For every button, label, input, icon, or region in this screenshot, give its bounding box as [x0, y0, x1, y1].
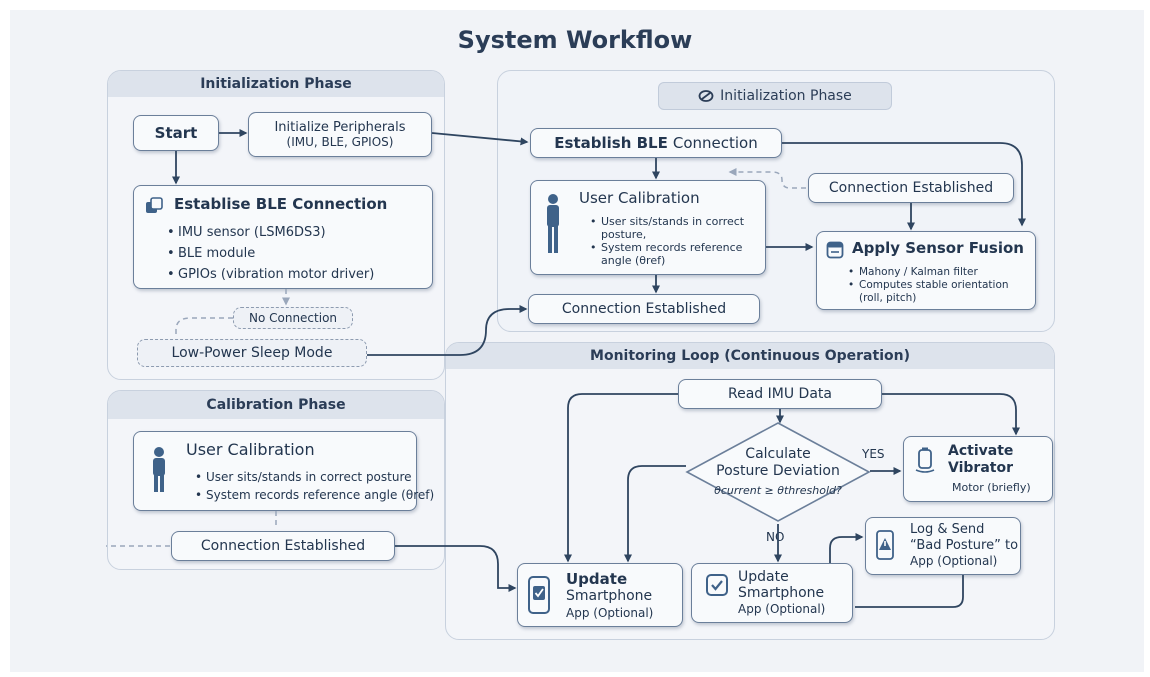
sensor-fusion-box: Apply Sensor Fusion Mahony / Kalman filt…	[816, 231, 1036, 310]
update-left-line2: Smartphone	[566, 588, 653, 604]
line-noconnection-to-sleep	[175, 317, 233, 336]
establish-ble-node: Establish BLE Connection	[530, 128, 782, 158]
establise-ble-title: Establise BLE Connection	[174, 195, 388, 213]
calibration-item-record: System records reference angle (θref)	[195, 486, 434, 504]
calibration-box-title: User Calibration	[186, 440, 315, 459]
posture-decision-diamond	[685, 422, 871, 522]
start-label: Start	[154, 124, 198, 142]
init-phase-left-heading: Initialization Phase	[108, 71, 444, 97]
update-mid-line3: App (Optional)	[738, 602, 826, 616]
link-icon	[698, 90, 714, 102]
update-app-left-box: Update Smartphone App (Optional)	[517, 563, 683, 627]
calibration-item-sit: User sits/stands in correct posture	[195, 468, 434, 486]
no-connection-node: No Connection	[233, 307, 353, 329]
connection-established-right-node: Connection Established	[808, 173, 1014, 203]
init-peripherals-line1: Initialize Peripherals	[274, 120, 406, 135]
arrow-connection-back	[728, 168, 806, 189]
read-imu-label: Read IMU Data	[728, 386, 832, 402]
phone-icon	[528, 576, 550, 614]
phone-icon	[706, 574, 728, 596]
activate-line1: Activate	[948, 443, 1014, 459]
no-connection-label: No Connection	[248, 311, 338, 325]
update-left-line3: App (Optional)	[566, 606, 654, 620]
sleep-mode-label: Low-Power Sleep Mode	[171, 345, 333, 361]
arrow-sleep-to-connection	[367, 305, 528, 356]
diagram-title: System Workflow	[457, 26, 693, 54]
right-calibration-box: User Calibration User sits/stands in cor…	[530, 180, 766, 275]
right-calibration-title: User Calibration	[579, 189, 700, 207]
arrow-read-to-update-left	[564, 393, 678, 563]
fusion-item-filter: Mahony / Kalman filter	[848, 266, 1027, 279]
line-log-back	[855, 575, 964, 608]
update-mid-line1: Update	[738, 569, 789, 585]
decision-line1: Calculate	[745, 446, 811, 462]
arrow-decision-to-update	[624, 465, 686, 563]
init-peripherals-line2: (IMU, BLE, GPIOS)	[286, 135, 394, 149]
decision-line3: θcurrent ≥ θthreshold?	[714, 484, 842, 497]
gauge-icon	[826, 241, 844, 259]
sensor-fusion-title: Apply Sensor Fusion	[852, 239, 1024, 257]
activate-line2: Vibrator	[948, 460, 1013, 476]
arrow-establish-loop	[782, 142, 1026, 227]
connection-established-bottom-label: Connection Established	[561, 301, 727, 317]
log-send-line3: App (Optional)	[910, 554, 998, 568]
establise-ble-box: Establise BLE Connection IMU sensor (LSM…	[133, 185, 433, 289]
init-phase-right-heading: Initialization Phase	[720, 88, 852, 104]
arrow-update-to-log	[829, 533, 864, 563]
start-node: Start	[133, 115, 219, 151]
warning-icon	[876, 530, 894, 560]
update-app-middle-box: Update Smartphone App (Optional)	[691, 563, 853, 623]
monitoring-loop-heading: Monitoring Loop (Continuous Operation)	[446, 343, 1054, 369]
activate-line3: Motor (briefly)	[952, 481, 1031, 494]
read-imu-node: Read IMU Data	[678, 379, 882, 409]
establish-ble-bold: Establish BLE	[554, 134, 668, 152]
activate-vibrator-box: Activate Vibrator Motor (briefly)	[903, 436, 1053, 502]
calibration-connection-node: Connection Established	[171, 531, 395, 561]
arrow-peripherals-to-establish	[431, 132, 529, 146]
person-icon	[547, 194, 559, 253]
ble-item-gpio: GPIOs (vibration motor driver)	[167, 264, 374, 285]
fusion-item-orientation: Computes stable orientation (roll, pitch…	[848, 279, 1027, 305]
log-send-line1: Log & Send	[910, 522, 985, 537]
init-phase-right-heading-box: Initialization Phase	[658, 82, 892, 110]
window-icon	[146, 197, 163, 213]
init-peripherals-node: Initialize Peripherals (IMU, BLE, GPIOS)	[248, 112, 432, 157]
vibrator-icon	[915, 447, 935, 473]
connection-established-bottom-node: Connection Established	[528, 294, 760, 324]
calibration-box: User Calibration User sits/stands in cor…	[133, 431, 434, 511]
calibration-phase-heading: Calibration Phase	[108, 391, 444, 419]
ble-item-imu: IMU sensor (LSM6DS3)	[167, 222, 374, 243]
update-left-line1: Update	[566, 570, 628, 588]
arrow-calib-connection-to-update	[395, 545, 517, 592]
connection-established-right-label: Connection Established	[828, 180, 994, 196]
calibration-connection-label: Connection Established	[200, 538, 366, 554]
update-mid-line2: Smartphone	[738, 585, 825, 601]
person-icon	[153, 447, 165, 492]
decision-line2: Posture Deviation	[716, 463, 840, 479]
log-send-line2: “Bad Posture” to	[910, 538, 1019, 553]
ble-item-module: BLE module	[167, 243, 374, 264]
establish-ble-rest: Connection	[672, 134, 758, 152]
yes-label: YES	[862, 447, 885, 461]
low-power-sleep-node: Low-Power Sleep Mode	[137, 339, 367, 367]
right-calibration-item-record: System records reference angle (θref)	[590, 241, 757, 267]
log-send-box: Log & Send “Bad Posture” to App (Optiona…	[865, 517, 1021, 575]
right-calibration-item-sit: User sits/stands in correct posture,	[590, 215, 757, 241]
no-label: NO	[766, 530, 785, 544]
arrow-read-to-activate	[882, 393, 1020, 436]
